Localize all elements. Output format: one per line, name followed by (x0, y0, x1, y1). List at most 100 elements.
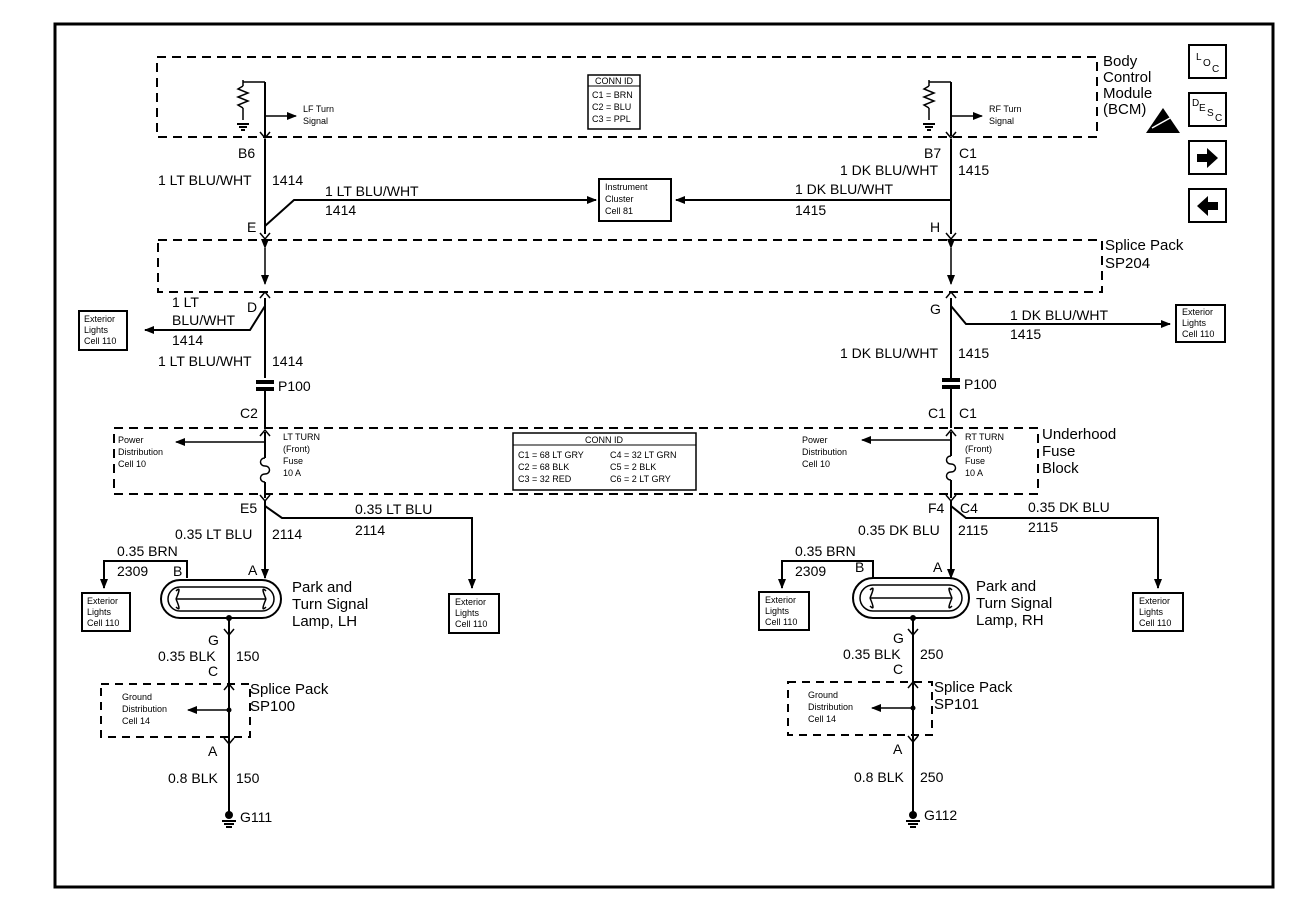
desc-button[interactable]: D E S C (1188, 92, 1227, 127)
conn-c2-p100: C2 (240, 405, 258, 421)
wire-left-ext-circuit: 1414 (172, 332, 203, 348)
wire-left-cluster-circuit: 1414 (325, 202, 356, 218)
svg-text:Splice Pack: Splice Pack (934, 679, 1013, 696)
svg-text:Underhood: Underhood (1042, 426, 1116, 443)
svg-text:C3 = 32 RED: C3 = 32 RED (518, 474, 572, 484)
wire-left-gnd2-color: 0.8 BLK (168, 770, 218, 786)
svg-text:Ground: Ground (122, 692, 152, 702)
wire-left-top-color: 1 LT BLU/WHT (158, 172, 252, 188)
pin-f4: F4 (928, 500, 945, 516)
svg-text:LF Turn: LF Turn (303, 104, 334, 114)
svg-text:Block: Block (1042, 460, 1079, 477)
svg-text:Lamp, RH: Lamp, RH (976, 612, 1044, 629)
exterior-lights-box-left-brn: Exterior Lights Cell 110 (81, 592, 131, 632)
svg-text:Fuse: Fuse (1042, 443, 1075, 460)
wire-right-mid-color: 1 DK BLU/WHT (840, 345, 938, 361)
svg-text:C4 = 32 LT GRN: C4 = 32 LT GRN (610, 450, 676, 460)
rt-turn-fuse: RT TURN (Front) Fuse 10 A (861, 432, 1004, 498)
wire-right-brn-circuit: 2309 (795, 563, 826, 579)
bcm-rf-internal: RF Turn Signal (921, 80, 1022, 136)
svg-text:C2 = 68 BLK: C2 = 68 BLK (518, 462, 569, 472)
svg-text:Cell 14: Cell 14 (808, 714, 836, 724)
conn-c1-p100: C1 (928, 405, 946, 421)
svg-text:Distribution: Distribution (118, 447, 163, 457)
svg-text:C: C (1212, 64, 1219, 75)
svg-text:S: S (1207, 108, 1214, 119)
svg-text:Power: Power (118, 435, 144, 445)
svg-text:RT TURN: RT TURN (965, 432, 1004, 442)
svg-text:Park and: Park and (976, 578, 1036, 595)
svg-text:Exterior: Exterior (1139, 596, 1170, 606)
pin-h-sp204: H (930, 219, 940, 235)
svg-text:Distribution: Distribution (808, 702, 853, 712)
wire-right-gnd2-color: 0.8 BLK (854, 769, 904, 785)
lt-turn-fuse: LT TURN (Front) Fuse 10 A (175, 432, 320, 498)
svg-text:O: O (1203, 58, 1211, 69)
wire-left-ext2-circuit: 2114 (355, 522, 385, 538)
svg-text:Cell 110: Cell 110 (765, 617, 797, 627)
svg-text:C3 = PPL: C3 = PPL (592, 114, 631, 124)
exterior-lights-box-right-brn: Exterior Lights Cell 110 (758, 591, 810, 631)
conn-c1-fuse: C1 (959, 405, 977, 421)
power-distribution-left: Power Distribution Cell 10 (118, 435, 163, 469)
svg-text:Lights: Lights (1182, 318, 1207, 328)
p100-connector-right: P100 (942, 376, 997, 392)
svg-text:Fuse: Fuse (965, 456, 985, 466)
svg-text:L: L (1196, 52, 1202, 63)
next-page-button[interactable] (1188, 140, 1227, 175)
svg-text:(Front): (Front) (965, 444, 992, 454)
ground-g111: G111 (222, 809, 272, 828)
svg-text:C1 = 68 LT GRY: C1 = 68 LT GRY (518, 450, 584, 460)
pin-b6: B6 (238, 145, 255, 161)
bcm-conn-id: CONN ID C1 = BRN C2 = BLU C3 = PPL (587, 74, 641, 130)
svg-text:G111: G111 (240, 809, 272, 825)
power-distribution-right: Power Distribution Cell 10 (802, 435, 847, 469)
pin-g-lh: G (208, 632, 219, 648)
svg-text:Cell 10: Cell 10 (118, 459, 146, 469)
wire-left-mid-circuit: 1414 (272, 353, 303, 369)
svg-text:P100: P100 (964, 376, 997, 392)
wire-left-ext-color-2: BLU/WHT (172, 312, 235, 328)
svg-text:E: E (1199, 103, 1206, 114)
svg-text:Power: Power (802, 435, 828, 445)
esd-warning-icon (1146, 108, 1180, 133)
svg-text:SP204: SP204 (1105, 255, 1150, 272)
wire-left-lamp-circuit: 2114 (272, 526, 302, 542)
svg-text:CONN ID: CONN ID (595, 76, 634, 86)
svg-text:Ground: Ground (808, 690, 838, 700)
wire-left-gnd1-circuit: 150 (236, 648, 260, 664)
loc-button[interactable]: L O C (1188, 44, 1227, 79)
pin-c-sp100: C (208, 663, 218, 679)
instrument-cluster-box: Instrument Cluster Cell 81 (598, 178, 672, 222)
svg-text:Distribution: Distribution (122, 704, 167, 714)
svg-text:Lights: Lights (455, 608, 480, 618)
svg-text:Body: Body (1103, 53, 1138, 70)
svg-text:Cell 110: Cell 110 (1182, 329, 1214, 339)
pin-e-sp204: E (247, 219, 256, 235)
wire-right-top-circuit: 1415 (958, 162, 989, 178)
svg-text:C5 = 2 BLK: C5 = 2 BLK (610, 462, 656, 472)
wire-right-mid-circuit: 1415 (958, 345, 989, 361)
prev-page-button[interactable] (1188, 188, 1227, 223)
pin-e5: E5 (240, 500, 257, 516)
svg-text:Turn Signal: Turn Signal (976, 595, 1052, 612)
wire-right-lamp-circuit: 2115 (958, 522, 988, 538)
sp204-label: Splice Pack SP204 (1105, 237, 1184, 272)
wire-left-cluster-color: 1 LT BLU/WHT (325, 183, 419, 199)
wire-right-ext-color: 1 DK BLU/WHT (1010, 307, 1108, 323)
wire-right-gnd1-circuit: 250 (920, 646, 944, 662)
svg-text:(Front): (Front) (283, 444, 310, 454)
arrow-right-icon (1197, 148, 1218, 168)
wire-right-ext2-color: 0.35 DK BLU (1028, 499, 1110, 515)
svg-text:C6 = 2 LT GRY: C6 = 2 LT GRY (610, 474, 671, 484)
svg-text:10 A: 10 A (283, 468, 301, 478)
wire-right-lamp-color: 0.35 DK BLU (858, 522, 940, 538)
svg-text:RF Turn: RF Turn (989, 104, 1022, 114)
wire-right-ext2-circuit: 2115 (1028, 519, 1058, 535)
sp101-label: Splice Pack SP101 (934, 679, 1013, 713)
bcm-box (156, 56, 1098, 138)
svg-text:LT TURN: LT TURN (283, 432, 320, 442)
svg-text:Cell 110: Cell 110 (87, 618, 119, 628)
pin-c-sp101: C (893, 661, 903, 677)
svg-text:Signal: Signal (303, 116, 328, 126)
